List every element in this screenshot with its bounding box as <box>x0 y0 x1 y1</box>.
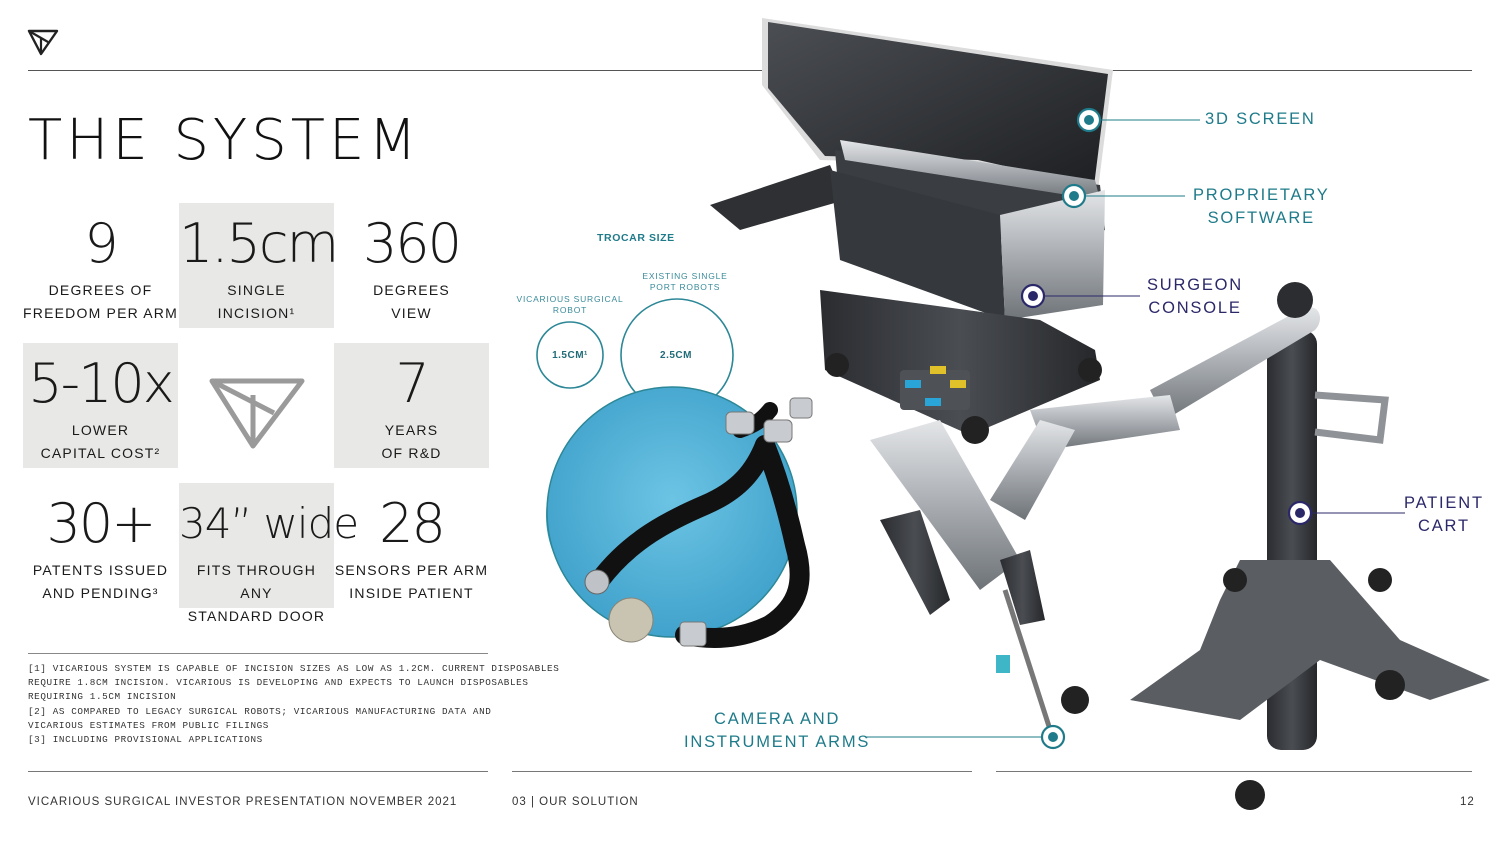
footnote-line: [1] VICARIOUS SYSTEM IS CAPABLE OF INCIS… <box>28 663 560 674</box>
page-number: 12 <box>1460 796 1475 808</box>
stat-value: 28 <box>379 492 446 555</box>
robot-system-illustration <box>536 18 1490 810</box>
footer-divider <box>996 771 1472 772</box>
existing-trocar-value: 2.5CM <box>660 350 692 361</box>
page-title: THE SYSTEM <box>28 108 421 173</box>
footnote-line: VICARIOUS ESTIMATES FROM PUBLIC FILINGS <box>28 719 269 731</box>
vicarious-trocar-value: 1.5CM¹ <box>552 350 588 361</box>
footer-divider <box>512 771 972 772</box>
stat-value: 9 <box>84 212 118 275</box>
stat-value: 30+ <box>46 492 157 555</box>
footnotes: [1] VICARIOUS SYSTEM IS CAPABLE OF INCIS… <box>28 662 560 747</box>
top-divider <box>28 70 1472 71</box>
footer-section: 03 | OUR SOLUTION <box>512 796 639 808</box>
footnotes-divider <box>28 653 488 654</box>
stat-value: 7 <box>395 352 429 415</box>
footer-presentation-title: VICARIOUS SURGICAL INVESTOR PRESENTATION… <box>28 796 458 808</box>
vicarious-logo-icon <box>27 29 59 56</box>
trocar-size-title: TROCAR SIZE <box>597 232 675 244</box>
grid-logo-icon <box>209 378 305 449</box>
stat-value: 5-10x <box>28 352 175 415</box>
footnote-line: REQUIRE 1.8CM INCISION. VICARIOUS IS DEV… <box>28 677 529 689</box>
stat-value: 34” wide <box>179 499 359 548</box>
stat-value: 360 <box>362 212 462 275</box>
footnote-line: [2] AS COMPARED TO LEGACY SURGICAL ROBOT… <box>28 705 492 717</box>
stat-value: 1.5cm <box>179 212 339 275</box>
callout-3d-screen: 3D SCREEN <box>1205 110 1316 128</box>
footer-divider <box>28 771 488 772</box>
footnote-line: [3] INCLUDING PROVISIONAL APPLICATIONS <box>28 734 263 746</box>
footnote-line: REQUIRING 1.5CM INCISION <box>28 691 177 703</box>
